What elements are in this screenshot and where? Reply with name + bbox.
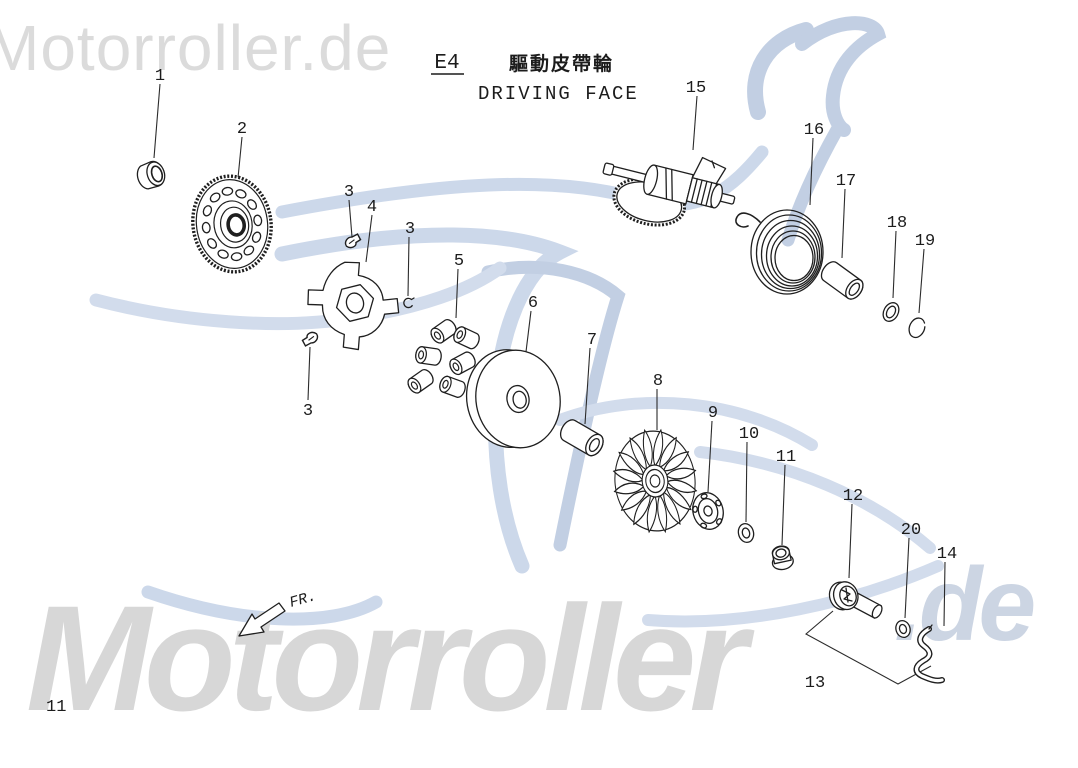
part-17-bushing [820,261,864,300]
callout-5: 5 [454,252,464,271]
part-8-fan-drive-face [613,429,697,533]
callout-3a: 3 [344,183,354,202]
part-7-spacer-sleeve [560,419,604,457]
part-20-washer [895,619,911,639]
watermark-top-text: Motorroller.de [0,12,391,84]
title-block: E4 驅動皮帶輪 DRIVING FACE [431,52,639,105]
part-2-gear-wheel [191,174,273,274]
callout-9: 9 [708,404,718,423]
part-12-kickstart-pinion [828,581,883,619]
callout-19: 19 [915,232,935,251]
fr-label: FR. [288,588,319,612]
callout-6: 6 [528,294,538,313]
leader-lines [153,83,946,685]
callout-3b: 3 [405,220,415,239]
callout-numbers: 1 2 3 4 3 5 3 6 7 8 9 10 11 12 13 14 15 … [155,67,957,693]
callout-20: 20 [901,521,921,540]
callout-2: 2 [237,120,247,139]
part-10-washer [737,522,755,544]
callout-14: 14 [937,545,957,564]
callout-15: 15 [686,79,706,98]
callout-8: 8 [653,372,663,391]
part-3-slider-clip [403,297,415,309]
part-15-kickstarter-spindle [602,156,736,227]
page-title-en: DRIVING FACE [478,83,639,105]
callout-17: 17 [836,172,856,191]
part-19-circlip [908,317,926,339]
callout-16: 16 [804,121,824,140]
callout-4: 4 [367,198,377,217]
watermark-bird-logo [89,16,944,628]
page-number: 11 [46,698,66,717]
fr-direction-indicator: FR. [238,588,319,637]
page-title-cn: 驅動皮帶輪 [509,52,614,76]
part-13-bracket-line [805,610,932,685]
part-16-return-spring [735,209,824,295]
part-11-nut [771,545,794,571]
callout-3c: 3 [303,402,313,421]
part-4-ramp-plate [307,261,400,351]
callout-12: 12 [843,487,863,506]
section-code: E4 [434,52,459,75]
watermark-bottom-text: Motorroller [26,574,755,742]
part-3-slider-clip [300,330,320,347]
part-6-drive-pulley [465,349,561,449]
callout-10: 10 [739,425,759,444]
callout-11: 11 [776,448,796,467]
part-18-seal-ring [882,302,900,322]
part-9-retainer-plate [692,492,724,530]
part-14-friction-spring [913,624,945,684]
watermark-de-text: .de [894,547,1033,663]
callout-18: 18 [887,214,907,233]
callout-7: 7 [587,331,597,350]
callout-1: 1 [155,67,165,86]
part-1-bushing [136,160,166,190]
callout-13: 13 [805,674,825,693]
